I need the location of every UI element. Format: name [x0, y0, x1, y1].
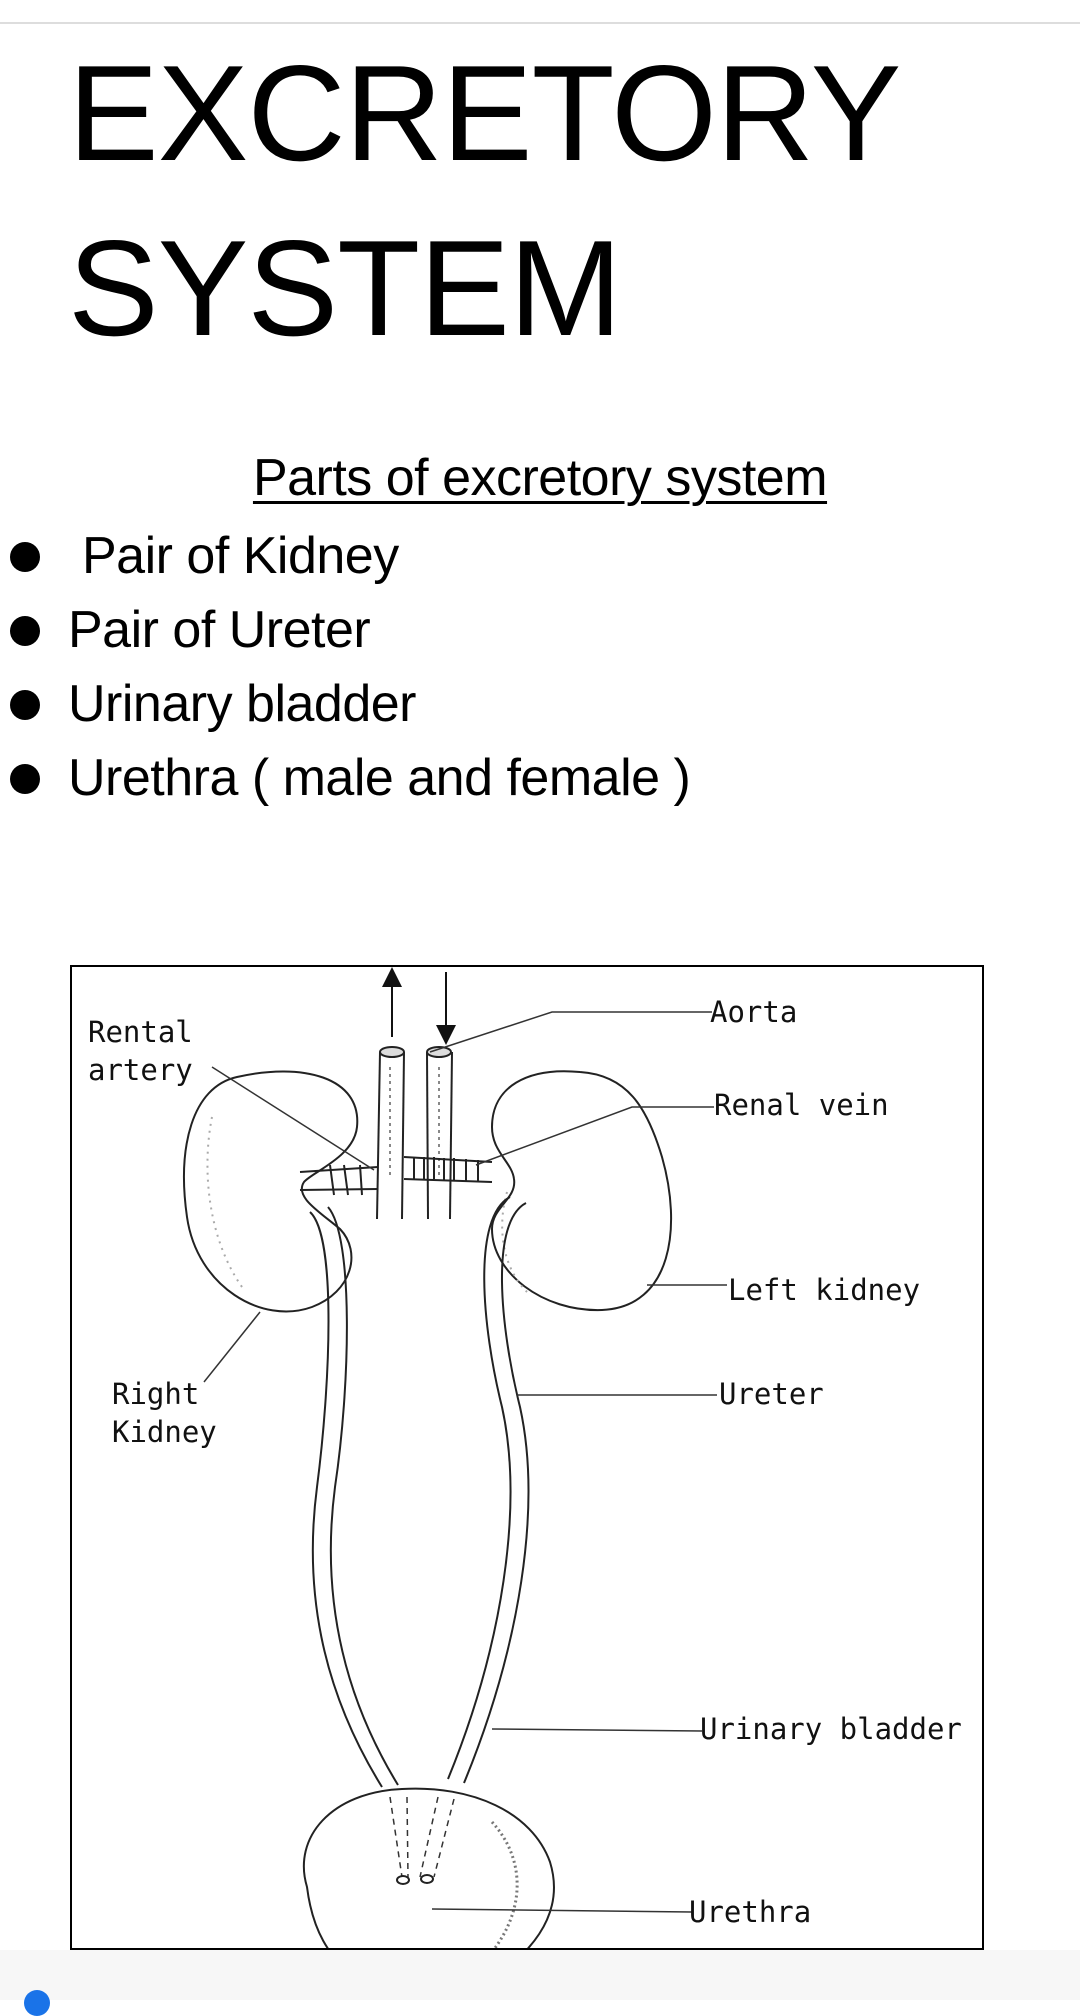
label-aorta: Aorta [710, 995, 797, 1029]
page-title-line-2: SYSTEM [68, 212, 622, 364]
label-urinary-bladder: Urinary bladder [700, 1712, 962, 1746]
leader-lines [203, 1011, 727, 1913]
label-urethra: Urethra [689, 1895, 811, 1929]
list-item-text: Pair of Kidney [82, 527, 399, 585]
list-item-text: Urethra ( male and female ) [68, 749, 691, 807]
label-rental-artery-1: Rental [88, 1015, 193, 1049]
excretory-system-diagram: Rental artery Aorta Renal vein Left kidn… [70, 965, 984, 1950]
label-right-kidney-2: Kidney [112, 1415, 217, 1449]
label-renal-vein: Renal vein [714, 1088, 889, 1122]
scroll-indicator-icon[interactable] [24, 1990, 50, 2016]
bottom-bar [0, 1950, 1080, 2000]
bullet-icon [10, 690, 40, 720]
urinary-bladder-shape [302, 1787, 555, 1948]
list-item-text: Urinary bladder [68, 675, 417, 733]
list-item-text: Pair of Ureter [68, 601, 371, 659]
page-title-line-1: EXCRETORY [68, 37, 901, 189]
label-ureter: Ureter [719, 1377, 824, 1411]
renal-vessels [299, 1156, 493, 1196]
blood-flow-arrows [382, 967, 456, 1045]
label-rental-artery-2: artery [88, 1053, 193, 1087]
section-heading: Parts of excretory system [252, 449, 828, 507]
top-divider [0, 22, 1080, 24]
bullet-icon [10, 764, 40, 794]
blood-vessels [376, 1046, 453, 1220]
bullet-icon [10, 542, 40, 572]
left-kidney-shape [490, 1070, 673, 1312]
right-kidney-shape [183, 1070, 359, 1313]
bullet-icon [10, 616, 40, 646]
label-right-kidney-1: Right [112, 1377, 199, 1411]
label-left-kidney: Left kidney [728, 1273, 920, 1307]
ureters [309, 1196, 530, 1788]
